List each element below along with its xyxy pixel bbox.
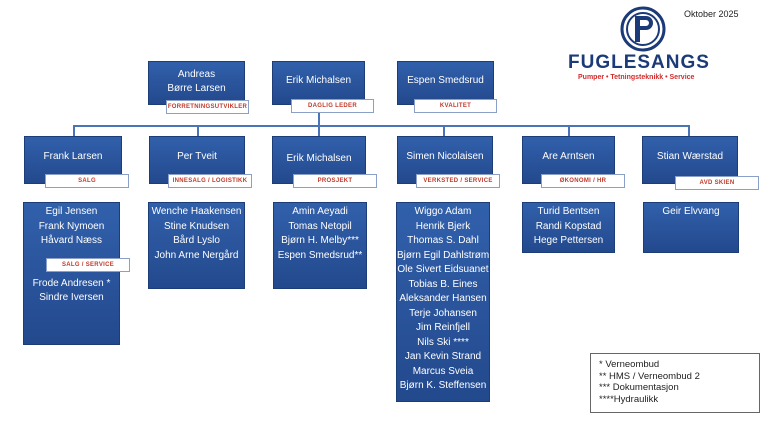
- members-list-prosjekt: Amin Aeyadi Tomas Netopil Bjørn H. Melby…: [273, 202, 367, 289]
- dept-head-name: Stian Wærstad: [656, 151, 724, 162]
- member-name: Geir Elvvang: [662, 206, 720, 217]
- member-name: Frode Andresen *: [32, 277, 111, 289]
- legend-item: ****Hydraulikk: [599, 393, 659, 405]
- dept-head-name: Simen Nicolaisen: [406, 151, 484, 162]
- members-list-innesalg: Wenche Haakensen Stine Knudsen Bård Lysl…: [148, 202, 245, 289]
- member-name: Sindre Iversen: [39, 292, 104, 303]
- legend-item: * Verneombud: [599, 359, 660, 370]
- member-name: Turid Bentsen: [537, 206, 600, 217]
- member-name: Henrik Bjerk: [415, 220, 471, 232]
- dept-head-name: Per Tveit: [177, 151, 217, 162]
- top-name-line1: Erik Michalsen: [285, 75, 352, 86]
- brand-tagline: Pumper • Tetningsteknikk • Service: [578, 74, 695, 81]
- member-name: Wenche Haakensen: [151, 206, 242, 217]
- dept-role-tag: VERKSTED / SERVICE: [416, 174, 500, 188]
- member-name: Randi Kopstad: [535, 220, 602, 232]
- dept-role-tag: AVD SKIEN: [675, 176, 759, 190]
- dept-role-tag: INNESALG / LOGISTIKK: [168, 174, 252, 188]
- top-role-tag: FORRETNINGSUTVIKLER: [166, 100, 249, 114]
- dept-role-tag: SALG: [45, 174, 129, 188]
- member-name: Tomas Netopil: [288, 220, 352, 232]
- member-name: Espen Smedsrud**: [277, 249, 363, 261]
- member-name: Håvard Næss: [40, 235, 103, 246]
- sub-role-tag: SALG / SERVICE: [46, 258, 130, 272]
- connector-horizontal: [73, 125, 689, 127]
- footnote-legend: * Verneombud ** HMS / Verneombud 2 *** D…: [590, 353, 760, 413]
- logo: [620, 6, 666, 52]
- top-name-line1: Andreas: [177, 69, 216, 80]
- member-name: Nils Ski ****: [417, 336, 469, 348]
- member-name: Bjørn Egil Dahlstrøm: [397, 249, 490, 261]
- member-name: Stine Knudsen: [163, 220, 230, 232]
- brand-name: FUGLESANGS: [568, 52, 710, 73]
- dept-role-tag: PROSJEKT: [293, 174, 377, 188]
- top-name-line2: Børre Larsen: [167, 83, 226, 94]
- member-name: Amin Aeyadi: [292, 206, 348, 217]
- member-name: Wiggo Adam: [414, 206, 472, 217]
- members-list-salg: Egil Jensen Frank Nymoen Håvard Næss Fro…: [23, 202, 120, 345]
- member-name: Thomas S. Dahl: [407, 235, 479, 246]
- member-name: Ole Sivert Eidsuanet: [397, 264, 489, 275]
- legend-item: *** Dokumentasjon: [599, 382, 679, 393]
- member-name: Hege Pettersen: [533, 235, 604, 246]
- top-role-tag: DAGLIG LEDER: [291, 99, 374, 113]
- connector-dept-3: [318, 125, 320, 137]
- connector-dept-2: [197, 125, 199, 137]
- dept-head-name: Frank Larsen: [43, 151, 103, 162]
- members-list-okonomi: Turid Bentsen Randi Kopstad Hege Petters…: [522, 202, 615, 253]
- member-name: Marcus Sveia: [412, 365, 474, 377]
- date-label: Oktober 2025: [684, 9, 739, 19]
- logo-mark-icon: [620, 6, 666, 52]
- dept-role-tag: ØKONOMI / HR: [541, 174, 625, 188]
- member-name: Jim Reinfjell: [416, 322, 470, 333]
- top-box-erik: Erik Michalsen: [272, 61, 365, 105]
- connector-dept-6: [688, 125, 690, 137]
- dept-head-name: Are Arntsen: [542, 151, 595, 162]
- member-name: Egil Jensen: [45, 206, 98, 217]
- member-name: John Arne Nergård: [154, 249, 239, 261]
- connector-dept-1: [73, 125, 75, 137]
- member-name: Tobias B. Eines: [408, 278, 478, 290]
- top-role-tag: KVALITET: [414, 99, 497, 113]
- legend-item: ** HMS / Verneombud 2: [599, 370, 700, 382]
- member-name: Bjørn H. Melby***: [281, 235, 359, 246]
- member-name: Frank Nymoen: [38, 220, 105, 232]
- member-name: Aleksander Hansen: [399, 293, 487, 304]
- top-box-andreas: Andreas Børre Larsen: [148, 61, 245, 105]
- member-name: Bård Lyslo: [173, 235, 220, 246]
- dept-head-name: Erik Michalsen: [286, 153, 352, 164]
- member-name: Bjørn K. Steffensen: [399, 380, 487, 391]
- member-name: Terje Johansen: [409, 307, 477, 319]
- members-list-verksted: Wiggo Adam Henrik Bjerk Thomas S. Dahl B…: [396, 202, 490, 402]
- top-name-line1: Espen Smedsrud: [407, 75, 484, 86]
- members-list-skien: Geir Elvvang: [643, 202, 739, 253]
- connector-dept-5: [568, 125, 570, 137]
- connector-dept-4: [443, 125, 445, 137]
- member-name: Jan Kevin Strand: [404, 351, 482, 362]
